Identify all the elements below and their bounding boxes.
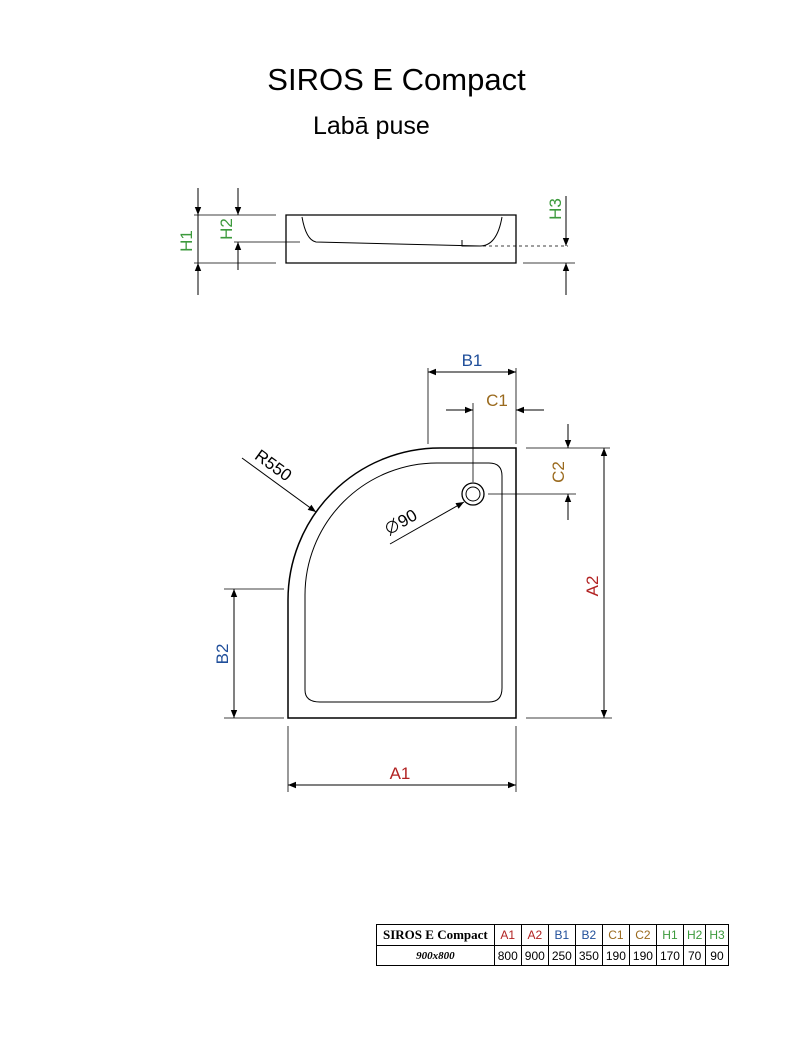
spec-value-h1: 170 — [655, 945, 684, 966]
spec-col-h3: H3 — [705, 924, 729, 946]
h3-label: H3 — [546, 198, 565, 220]
drain-outer — [461, 482, 485, 506]
spec-value-a2: 900 — [520, 945, 549, 966]
page-subtitle: Labā puse — [313, 112, 430, 140]
page-title: SIROS E Compact — [267, 62, 526, 97]
diameter-label: 90 — [395, 506, 421, 532]
spec-model-cell: SIROS E Compact — [376, 924, 495, 946]
spec-col-a2: A2 — [520, 924, 549, 946]
spec-table: SIROS E Compact A1 A2 B1 B2 C1 C2 H1 H2 … — [376, 924, 729, 966]
b1-label: B1 — [462, 351, 483, 370]
spec-col-b2: B2 — [574, 924, 603, 946]
diameter-annotation: 90 — [386, 506, 421, 536]
tray-top-outline — [287, 447, 517, 719]
spec-header-row: SIROS E Compact A1 A2 B1 B2 C1 C2 H1 H2 … — [376, 924, 729, 946]
spec-col-c1: C1 — [601, 924, 630, 946]
r550-label: R550 — [251, 446, 295, 485]
spec-size-cell: 900x800 — [376, 945, 495, 966]
diameter-icon — [386, 520, 399, 533]
a2-label: A2 — [583, 576, 602, 597]
h1-label: H1 — [177, 230, 196, 252]
a1-label: A1 — [390, 764, 411, 783]
spec-value-c1: 190 — [601, 945, 630, 966]
tray-side-basin — [301, 216, 503, 247]
spec-col-h2: H2 — [682, 924, 707, 946]
top-view — [224, 368, 612, 792]
tray-side-drain — [461, 240, 480, 247]
spec-value-row: 900x800 800 900 250 350 190 190 170 70 9… — [376, 945, 729, 966]
spec-col-b1: B1 — [547, 924, 576, 946]
c2-label: C2 — [549, 461, 568, 483]
tray-side-outline — [285, 214, 517, 264]
spec-value-b1: 250 — [547, 945, 576, 966]
b2-label: B2 — [213, 644, 232, 665]
spec-value-h3: 90 — [705, 945, 729, 966]
c1-label: C1 — [486, 391, 508, 410]
spec-value-c2: 190 — [628, 945, 657, 966]
spec-value-h2: 70 — [682, 945, 707, 966]
h2-label: H2 — [217, 218, 236, 240]
side-view — [194, 188, 575, 295]
drain-inner — [465, 486, 481, 502]
spec-value-a1: 800 — [493, 945, 522, 966]
spec-col-a1: A1 — [493, 924, 522, 946]
tray-top-basin — [304, 462, 503, 703]
spec-value-b2: 350 — [574, 945, 603, 966]
spec-col-h1: H1 — [655, 924, 684, 946]
spec-col-c2: C2 — [628, 924, 657, 946]
